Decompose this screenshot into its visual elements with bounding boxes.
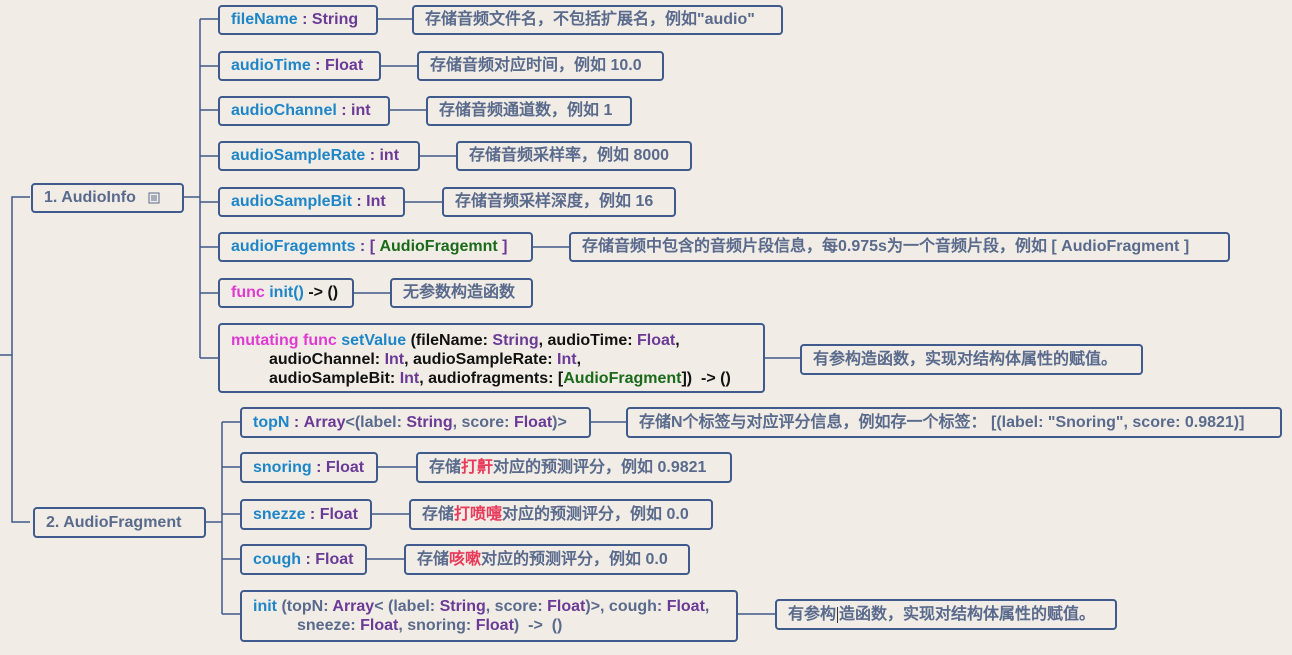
desc-text: 存储音频中包含的音频片段信息，每0.975s为一个音频片段，例如 [ Audio… xyxy=(582,238,1190,255)
field-sep: : xyxy=(351,193,367,210)
desc-init[interactable]: 无参数构造函数 xyxy=(390,278,533,308)
desc-audiosamplerate[interactable]: 存储音频采样率，例如 8000 xyxy=(456,141,692,171)
setvalue-line2: audioChannel: Int, audioSampleRate: Int, xyxy=(269,351,582,368)
func-name: init() xyxy=(269,284,304,301)
field-topn[interactable]: topN : Array<(label: String, score: Floa… xyxy=(240,407,591,438)
field-type: AudioFragemnt xyxy=(379,238,498,255)
field-filename[interactable]: fileName : String xyxy=(218,5,378,35)
desc-audiotime[interactable]: 存储音频对应时间，例如 10.0 xyxy=(417,51,664,81)
field-name: snezze xyxy=(253,505,306,523)
field-name: audioTime xyxy=(231,57,311,74)
field-type: Int xyxy=(366,193,386,210)
desc-snoring[interactable]: 存储打鼾对应的预测评分，例如 0.9821 xyxy=(416,452,732,483)
field-name: fileName xyxy=(231,11,298,28)
field-name: topN xyxy=(253,413,290,431)
setvalue-line1: mutating func setValue (fileName: String… xyxy=(231,332,680,349)
desc-filename[interactable]: 存储音频文件名，不包括扩展名，例如"audio" xyxy=(412,5,783,35)
field-sep: : xyxy=(365,147,380,164)
desc-text: 有参构造函数，实现对结构体属性的赋值。 xyxy=(813,350,1118,368)
field-setvalue[interactable]: mutating func setValue (fileName: String… xyxy=(218,323,765,393)
desc-audiosamplebit[interactable]: 存储音频采样深度，例如 16 xyxy=(442,187,676,217)
highlight-text: 打鼾 xyxy=(461,458,494,476)
highlight-text: 咳嗽 xyxy=(449,550,482,568)
field-audiochannel[interactable]: audioChannel : int xyxy=(218,96,390,126)
field-name: audioChannel xyxy=(231,102,337,119)
field-sep: : xyxy=(336,102,351,119)
field-cough[interactable]: cough : Float xyxy=(240,544,367,575)
field-name: audioFragemnts xyxy=(231,238,356,255)
field-type: int xyxy=(379,147,400,164)
setvalue-line3: audioSampleBit: Int, audiofragments: [Au… xyxy=(269,370,731,387)
desc-text: 存储音频采样深度，例如 16 xyxy=(455,193,654,210)
init-line2: sneeze: Float, snoring: Float) -> () xyxy=(297,617,563,634)
field-name: snoring xyxy=(253,458,312,476)
desc-text: 存储音频对应时间，例如 10.0 xyxy=(430,57,642,74)
field-sep: : [ xyxy=(355,238,380,255)
desc-text: 无参数构造函数 xyxy=(403,284,516,301)
field-sep: : xyxy=(310,57,325,74)
field-audiotime[interactable]: audioTime : Float xyxy=(218,51,381,81)
keyword: func xyxy=(231,284,265,301)
desc-cough[interactable]: 存储咳嗽对应的预测评分，例如 0.0 xyxy=(404,544,690,575)
field-name: audioSampleRate xyxy=(231,147,366,164)
field-type: Float xyxy=(324,57,364,74)
audiofragment-node[interactable]: 2. AudioFragment xyxy=(33,507,206,538)
desc-topn[interactable]: 存储N个标签与对应评分信息，例如存一个标签： [(label: "Snoring… xyxy=(626,407,1282,438)
field-type: int xyxy=(351,102,371,119)
highlight-text: 打喷嚏 xyxy=(454,505,503,523)
field-type: String xyxy=(311,11,359,28)
text-cursor xyxy=(837,606,839,623)
field-close: ] xyxy=(497,238,508,255)
desc-fragment-init[interactable]: 有参构造函数，实现对结构体属性的赋值。 xyxy=(775,599,1117,630)
desc-audiofragemnts[interactable]: 存储音频中包含的音频片段信息，每0.975s为一个音频片段，例如 [ Audio… xyxy=(569,232,1230,262)
field-name: cough xyxy=(253,550,301,568)
desc-text: 存储音频文件名，不包括扩展名，例如"audio" xyxy=(425,11,755,28)
func-rest: -> () xyxy=(303,284,339,301)
field-audiosamplerate[interactable]: audioSampleRate : int xyxy=(218,141,420,171)
field-audiosamplebit[interactable]: audioSampleBit : Int xyxy=(218,187,405,217)
init-line1: init (topN: Array< (label: String, score… xyxy=(253,598,710,615)
desc-snezze[interactable]: 存储打喷嚏对应的预测评分，例如 0.0 xyxy=(409,499,713,530)
field-sep: : xyxy=(297,11,312,28)
desc-audiochannel[interactable]: 存储音频通道数，例如 1 xyxy=(426,96,632,126)
desc-text: 存储音频通道数，例如 1 xyxy=(439,102,613,119)
field-name: audioSampleBit xyxy=(231,193,352,210)
audiofragment-label: 2. AudioFragment xyxy=(46,513,182,531)
desc-text: 存储音频采样率，例如 8000 xyxy=(469,147,670,164)
audioinfo-node[interactable]: 1. AudioInfo xyxy=(31,183,184,213)
note-icon[interactable] xyxy=(148,192,160,204)
field-snezze[interactable]: snezze : Float xyxy=(240,499,372,530)
audioinfo-label: 1. AudioInfo xyxy=(44,189,136,206)
desc-text: 存储N个标签与对应评分信息，例如存一个标签： [(label: "Snoring… xyxy=(639,413,1245,431)
field-audiofragemnts[interactable]: audioFragemnts : [ AudioFragemnt ] xyxy=(218,232,533,262)
field-fragment-init[interactable]: init (topN: Array< (label: String, score… xyxy=(240,590,738,642)
desc-setvalue[interactable]: 有参构造函数，实现对结构体属性的赋值。 xyxy=(800,344,1143,375)
field-init[interactable]: func init() -> () xyxy=(218,278,354,308)
field-snoring[interactable]: snoring : Float xyxy=(240,452,378,483)
